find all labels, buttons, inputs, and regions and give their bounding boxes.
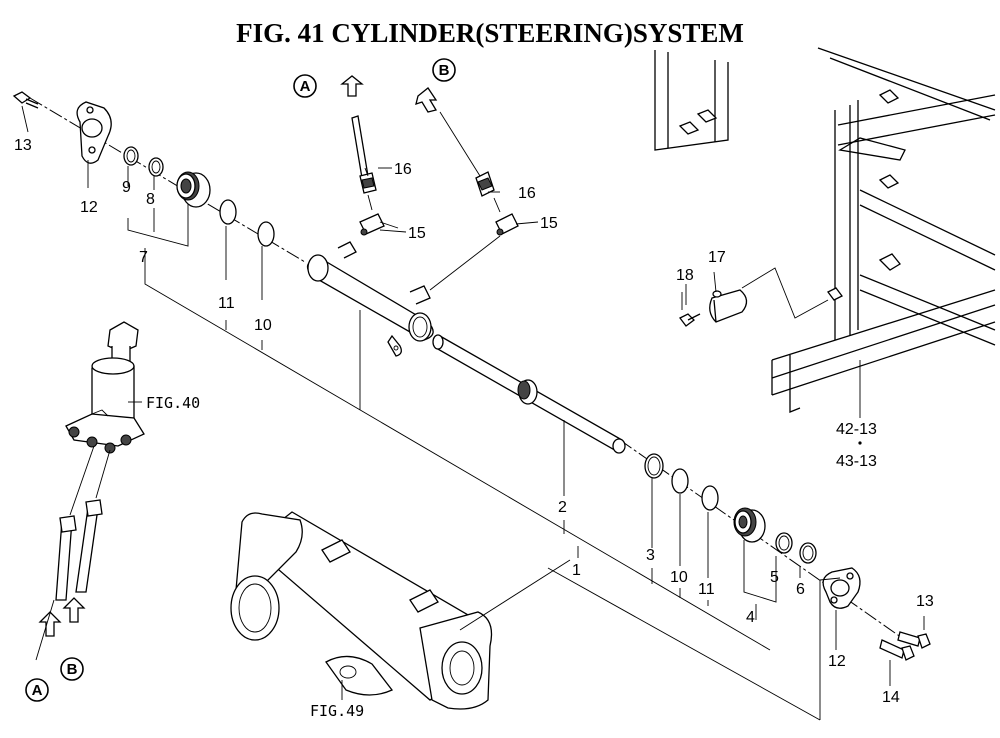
bolt-14 — [879, 639, 915, 661]
callout-12-left: 12 — [80, 199, 98, 216]
marker-a-top: A — [293, 74, 317, 98]
svg-text:B: B — [439, 62, 450, 79]
callout-3: 3 — [646, 547, 655, 564]
axis-right — [619, 439, 906, 641]
ref-fig-40: FIG.40 — [146, 394, 200, 412]
piston-rod-2 — [432, 334, 626, 454]
bolt-18 — [679, 292, 701, 327]
marker-a-bottom: A — [25, 678, 49, 702]
bolt-13-left — [12, 91, 39, 109]
axle-housing — [230, 511, 493, 710]
callout-8: 8 — [146, 191, 155, 208]
elbow-15-a — [359, 213, 399, 236]
callout-5: 5 — [770, 569, 779, 586]
hose-16-b — [415, 87, 501, 213]
bracket-17 — [709, 267, 829, 323]
o-ring-11-left — [219, 199, 237, 225]
callout-15-b: 15 — [540, 215, 558, 232]
marker-b-top: B — [432, 58, 456, 82]
callout-11-left: 11 — [218, 295, 235, 312]
callout-7: 7 — [139, 249, 148, 266]
callout-12-right: 12 — [828, 653, 846, 670]
marker-b-bottom: B — [60, 657, 84, 681]
callout-15-a: 15 — [408, 225, 426, 242]
hose-16-a — [340, 75, 377, 211]
callout-42-13: 42-13 — [836, 421, 877, 438]
gland-7 — [176, 171, 211, 208]
o-ring-10-right — [671, 468, 689, 494]
callout-14: 14 — [882, 689, 900, 706]
callout-18: 18 — [676, 267, 694, 284]
callouts: 13 12 9 8 7 11 10 16 15 16 15 18 17 42-1… — [14, 137, 934, 706]
callout-13-right: 13 — [916, 593, 934, 610]
o-ring-10-left — [257, 221, 275, 247]
figure-title: FIG. 41 CYLINDER(STEERING)SYSTEM — [236, 18, 744, 48]
callout-2: 2 — [558, 499, 567, 516]
flange-12-right — [822, 567, 861, 609]
arrow-a-valve — [38, 611, 62, 637]
svg-text:A: A — [300, 78, 311, 95]
leader-lines — [21, 105, 925, 721]
ref-fig-49: FIG.49 — [310, 702, 364, 720]
callout-16-b: 16 — [518, 185, 536, 202]
ring-8 — [148, 157, 164, 177]
tractor-frame — [654, 47, 996, 413]
callout-13-left: 13 — [14, 137, 32, 154]
callout-43-13: 43-13 — [836, 453, 877, 470]
o-ring-11-right — [701, 485, 719, 511]
callout-17: 17 — [708, 249, 726, 266]
callout-10-right: 10 — [670, 569, 688, 586]
callout-11-right: 11 — [698, 581, 715, 598]
arrow-up-b — [415, 87, 438, 113]
callout-9: 9 — [122, 179, 131, 196]
callout-6: 6 — [796, 581, 805, 598]
svg-text:B: B — [67, 661, 78, 678]
arrow-b-valve — [62, 597, 86, 623]
bolt-13-right — [897, 631, 931, 649]
gland-4 — [733, 507, 766, 543]
elbow-15-b — [429, 213, 519, 291]
callout-4: 4 — [746, 609, 755, 626]
callout-separator-dot — [858, 441, 862, 445]
callout-10-left: 10 — [254, 317, 272, 334]
ring-9 — [123, 146, 139, 166]
callout-1: 1 — [572, 562, 581, 579]
arrow-up-a — [340, 75, 364, 97]
steering-valve — [65, 321, 145, 454]
callout-16-a: 16 — [394, 161, 412, 178]
hoses-to-valve — [38, 445, 111, 637]
cylinder-body-1 — [306, 241, 434, 357]
flange-12-left — [76, 101, 112, 164]
svg-text:A: A — [32, 682, 43, 699]
